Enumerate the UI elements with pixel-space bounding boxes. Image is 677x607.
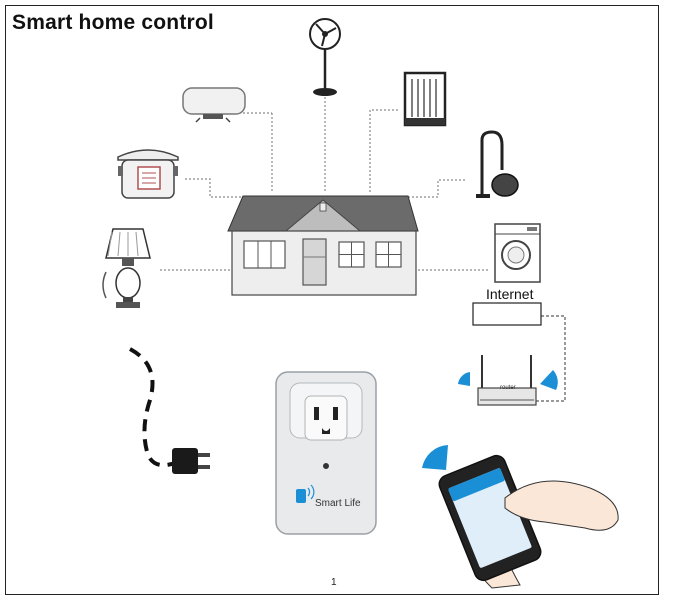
router-label: router xyxy=(500,385,516,391)
internet-label: Internet xyxy=(486,286,534,302)
heater-icon xyxy=(403,71,447,127)
wifi-signal-icon-phone xyxy=(422,445,448,470)
connector-lines xyxy=(160,97,490,271)
smartphone-icon xyxy=(438,454,619,589)
table-lamp-icon xyxy=(102,228,151,308)
smart-plug-brand: Smart Life xyxy=(315,498,361,509)
router-icon: router xyxy=(477,355,537,406)
fan-icon xyxy=(309,18,341,96)
water-heater-icon xyxy=(182,87,246,123)
house-icon xyxy=(227,195,419,296)
smart-plug-icon xyxy=(275,371,377,535)
wifi-signal-icon-right xyxy=(540,370,558,390)
internet-box xyxy=(472,302,542,326)
diagram-frame xyxy=(5,5,659,595)
wifi-signal-icon-left xyxy=(458,372,470,386)
washing-machine-icon xyxy=(494,223,541,283)
page-number: 1 xyxy=(331,577,337,588)
vacuum-cleaner-icon xyxy=(476,130,519,198)
diagram-title: Smart home control xyxy=(12,11,214,34)
rice-cooker-icon xyxy=(117,149,179,199)
internet-link xyxy=(536,315,566,402)
power-plug-icon xyxy=(129,347,210,474)
